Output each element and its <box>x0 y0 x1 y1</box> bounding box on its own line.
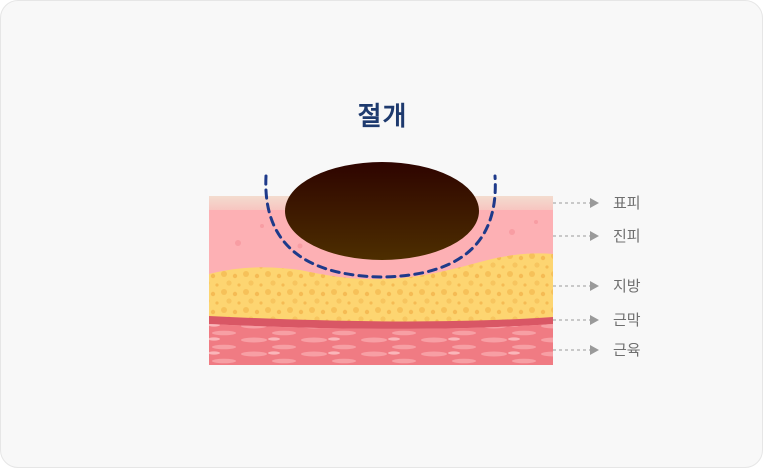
label-fat: 지방 <box>613 277 641 295</box>
arrow-head-icon <box>590 231 599 241</box>
arrow-head-icon <box>590 281 599 291</box>
diagram-title: 절개 <box>357 102 408 132</box>
label-epidermis: 표피 <box>613 194 641 212</box>
label-muscle: 근육 <box>613 341 641 359</box>
arrow-head-icon <box>590 198 599 208</box>
fascia-layer <box>209 316 553 329</box>
lesion-mass <box>285 162 479 260</box>
arrow-head-icon <box>590 345 599 355</box>
label-fascia: 근막 <box>613 311 641 329</box>
arrow-head-icon <box>590 315 599 325</box>
incision-line <box>264 174 497 279</box>
label-dermis: 진피 <box>613 227 641 245</box>
guide-arrows <box>553 202 590 351</box>
